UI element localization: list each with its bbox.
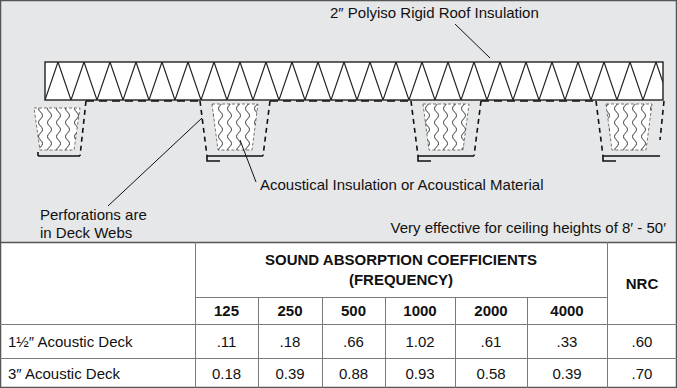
table-value: 1½″ Acoustic Deck xyxy=(8,333,133,350)
callout-label: Acoustical Insulation or Acoustical Mate… xyxy=(260,176,620,194)
table-cell: SOUND ABSORPTION COEFFICIENTS (FREQUENCY… xyxy=(195,242,607,297)
rigid-insulation xyxy=(45,62,663,100)
callout-label: 2″ Polyiso Rigid Roof Insulation xyxy=(330,4,630,22)
table-cell: 3″ Acoustic Deck xyxy=(0,358,195,388)
table-cell: 0.88 xyxy=(322,358,385,388)
table-value: .11 xyxy=(217,333,237,350)
table-cell: 0.18 xyxy=(195,358,258,388)
table-value: .61 xyxy=(481,333,502,350)
table-cell: .61 xyxy=(455,324,527,358)
table-header: NRC xyxy=(626,275,659,292)
table-cell: 1.02 xyxy=(385,324,455,358)
table-cell: 2000 xyxy=(455,297,527,324)
table-header: 500 xyxy=(341,302,366,319)
table-value: 1.02 xyxy=(405,333,434,350)
table-value: 0.18 xyxy=(212,365,241,382)
table-cell: 0.39 xyxy=(527,358,607,388)
table-cell: 500 xyxy=(322,297,385,324)
illustration-ground xyxy=(0,0,677,242)
table-value: 0.93 xyxy=(405,365,434,382)
insulation-texture xyxy=(45,62,663,100)
table-cell: .60 xyxy=(607,324,677,358)
table-cell: 0.39 xyxy=(258,358,322,388)
table-value: .18 xyxy=(280,333,301,350)
table-cell: 250 xyxy=(258,297,322,324)
acoustic-deck xyxy=(38,101,664,161)
table-cell: 125 xyxy=(195,297,258,324)
table-cell: 1½″ Acoustic Deck xyxy=(0,324,195,358)
table-value: .33 xyxy=(557,333,578,350)
table-header: 250 xyxy=(277,302,302,319)
table-cell: .66 xyxy=(322,324,385,358)
table-value: 3″ Acoustic Deck xyxy=(8,365,120,382)
table-cell: 0.58 xyxy=(455,358,527,388)
table-header: SOUND ABSORPTION COEFFICIENTS (FREQUENCY… xyxy=(251,250,551,290)
table-header: 2000 xyxy=(474,302,507,319)
note-text: Very effective for ceiling heights of 8′… xyxy=(320,219,666,237)
table-cell: .70 xyxy=(607,358,677,388)
table-value: 0.39 xyxy=(552,365,581,382)
table-header: 1000 xyxy=(403,302,436,319)
table-value: .70 xyxy=(632,365,653,382)
table-cell: .33 xyxy=(527,324,607,358)
table-cell: NRC xyxy=(607,242,677,324)
callout-label: Perforations are in Deck Webs xyxy=(40,206,160,242)
table-header: 125 xyxy=(214,302,239,319)
table-cell: 0.93 xyxy=(385,358,455,388)
acoustical-material xyxy=(34,104,652,150)
table-value: .66 xyxy=(343,333,364,350)
table-cell: .18 xyxy=(258,324,322,358)
table-cell: 1000 xyxy=(385,297,455,324)
table-cell: .11 xyxy=(195,324,258,358)
table-cell: 4000 xyxy=(527,297,607,324)
table-value: 0.88 xyxy=(339,365,368,382)
table-header: 4000 xyxy=(550,302,583,319)
table-value: 0.58 xyxy=(476,365,505,382)
table-value: .60 xyxy=(632,333,653,350)
table-value: 0.39 xyxy=(275,365,304,382)
